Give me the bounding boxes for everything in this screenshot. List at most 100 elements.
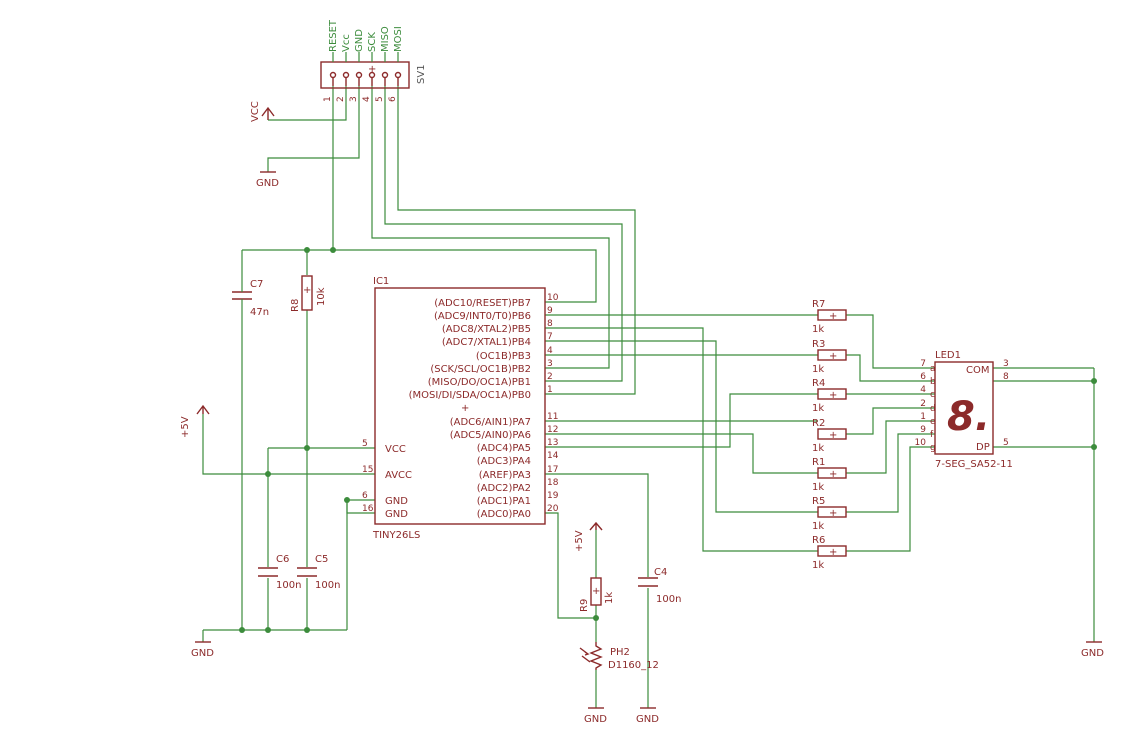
- ic-pin-num-2: 2: [547, 372, 553, 382]
- resistor-name-r3: R3: [812, 339, 825, 350]
- ph2-value: D1160_12: [608, 660, 659, 671]
- junctions: [239, 247, 1097, 633]
- signal-vcc-label: Vcc: [341, 34, 352, 52]
- svg-text:+: +: [829, 351, 837, 362]
- ic-pin-num-14: 14: [547, 451, 559, 461]
- led-com-label: COM: [966, 365, 989, 376]
- led-dp-label: DP: [976, 442, 990, 453]
- led-pin-num-1: 1: [920, 412, 926, 422]
- resistor-name-r4: R4: [812, 378, 825, 389]
- led-seg-e: e: [930, 417, 936, 427]
- capacitor-c5: C5 100n: [297, 554, 340, 591]
- ic-left-pin-num-16: 16: [362, 504, 374, 514]
- led-pin-num-10: 10: [915, 438, 927, 448]
- resistor-value-r7: 1k: [812, 324, 824, 335]
- resistor-value-r5: 1k: [812, 521, 824, 532]
- resistor-name-r6: R6: [812, 535, 825, 546]
- p5v-left-arrow-icon: [196, 404, 210, 415]
- c4-name: C4: [654, 567, 667, 578]
- resistor-name-r2: R2: [812, 418, 825, 429]
- led-right-pins: 3 8 5: [1003, 359, 1009, 448]
- ic-left-pin-label-6: GND: [385, 496, 408, 507]
- r9-value: 1k: [604, 592, 615, 604]
- connector-pin-1: 1: [323, 96, 333, 102]
- resistor-value-r1: 1k: [812, 482, 824, 493]
- ic-pin-num-13: 13: [547, 438, 558, 448]
- ic-pin-label-19: (ADC1)PA1: [477, 496, 531, 507]
- ic-pin-num-8: 8: [547, 319, 553, 329]
- ic-pin-num-18: 18: [547, 478, 559, 488]
- svg-text:+: +: [303, 285, 311, 296]
- ic-left-pin-num-5: 5: [362, 439, 368, 449]
- led-seg-d: d: [930, 404, 936, 414]
- connector-pin-numbers: 1 2 3 4 5 6: [323, 96, 398, 102]
- led-pin-num-9: 9: [920, 425, 926, 435]
- connector-name: SV1: [416, 64, 427, 84]
- ic-pin-label-2: (MISO/DO/OC1A)PB1: [428, 377, 531, 388]
- ic-pin-num-10: 10: [547, 293, 559, 303]
- photoresistor-ph2: PH2 D1160_12: [579, 642, 659, 671]
- svg-text:+: +: [829, 430, 837, 441]
- gnd-left-label: GND: [191, 648, 214, 659]
- connector-pin-5: 5: [375, 96, 385, 102]
- ic-left-pin-label-16: GND: [385, 509, 408, 520]
- resistor-value-r3: 1k: [812, 364, 824, 375]
- svg-text:+: +: [829, 547, 837, 558]
- c4-value: 100n: [656, 594, 681, 605]
- gnd-c4-label: GND: [636, 714, 659, 725]
- light-arrows-icon: [579, 647, 591, 663]
- photoresistor-zigzag-icon: [589, 642, 603, 670]
- svg-text:+: +: [829, 508, 837, 519]
- capacitor-c7: C7 47n: [232, 279, 269, 318]
- ic-pin-label-3: (SCK/SCL/OC1B)PB2: [430, 364, 531, 375]
- ic-pin-label-13: (ADC4)PA5: [477, 443, 531, 454]
- ic-pin-label-17: (AREF)PA3: [479, 470, 531, 481]
- led-seg-g: g: [930, 443, 936, 453]
- capacitor-c4: C4 100n: [638, 567, 681, 605]
- led-digit: 8.: [947, 394, 990, 440]
- ic-left-pin-num-6: 6: [362, 491, 368, 501]
- ic-pin-num-20: 20: [547, 504, 559, 514]
- ic-pin-num-7: 7: [547, 332, 553, 342]
- ic-pin-label-14: (ADC3)PA4: [477, 456, 531, 467]
- connector-pin-2: 2: [336, 96, 346, 102]
- ic-pin-label-18: (ADC2)PA2: [477, 483, 531, 494]
- led-pin-5: 5: [1003, 438, 1009, 448]
- gnd-ph2-label: GND: [584, 714, 607, 725]
- p5v-r9-label: +5V: [574, 530, 585, 552]
- connector-pin-6: 6: [388, 96, 398, 102]
- ic-pin-num-12: 12: [547, 425, 558, 435]
- ic-pin-num-3: 3: [547, 359, 553, 369]
- vcc-arrow-icon: [261, 106, 275, 120]
- ic-pin-num-1: 1: [547, 385, 553, 395]
- ic-pin-label-4: (OC1B)PB3: [476, 351, 531, 362]
- svg-text:+: +: [829, 311, 837, 322]
- ic-pin-label-9: (ADC9/INT0/T0)PB6: [434, 311, 531, 322]
- led-part: 7-SEG_SA52-11: [935, 459, 1013, 470]
- led-seg-a: a: [930, 364, 936, 374]
- signal-sck-label: SCK: [367, 32, 378, 52]
- led-pin-num-6: 6: [920, 372, 926, 382]
- vcc-label: VCC: [250, 101, 261, 122]
- resistor-r3: + R3 1k: [812, 339, 847, 375]
- connector-pin-4: 4: [362, 96, 372, 102]
- signal-miso-label: MISO: [380, 26, 391, 52]
- power-symbols: VCC GND +5V GND +5V GND GND GND: [180, 101, 1104, 725]
- gnd-top-label: GND: [256, 178, 279, 189]
- ic-pin-label-7: (ADC7/XTAL1)PB4: [442, 337, 531, 348]
- ic-left-pin-num-15: 15: [362, 465, 373, 475]
- r8-value: 10k: [316, 287, 327, 306]
- ic-pin-label-1: (MOSI/DI/SDA/OC1A)PB0: [409, 390, 531, 401]
